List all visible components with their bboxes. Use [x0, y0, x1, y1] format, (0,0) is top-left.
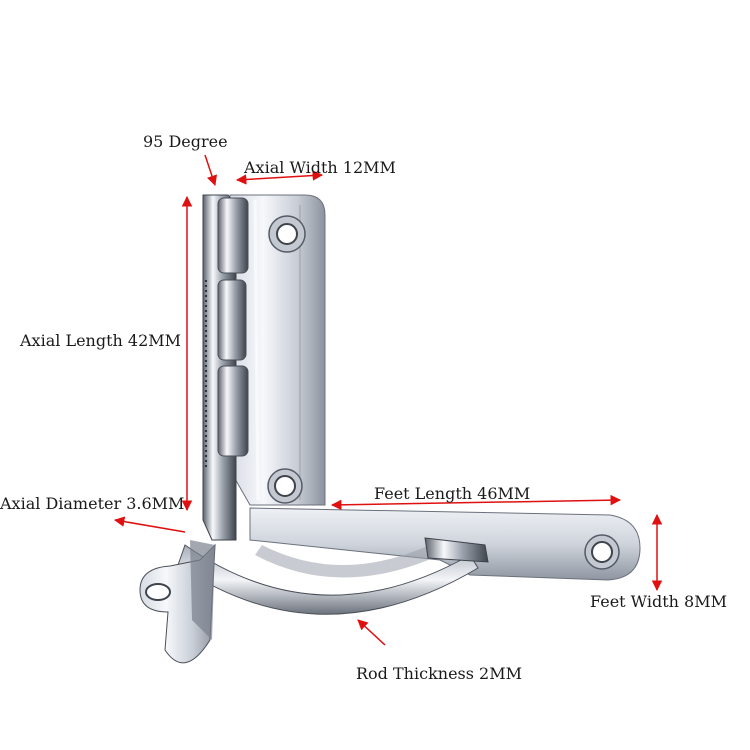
- arrow-feet-length: [330, 494, 622, 511]
- label-degree: 95 Degree: [143, 132, 228, 151]
- label-axial-length: Axial Length 42MM: [20, 331, 182, 350]
- screw-hole-bottom: [267, 468, 303, 504]
- arrow-axial-diameter: [113, 516, 186, 533]
- arrow-axial-width: [235, 170, 324, 185]
- label-rod-thickness: Rod Thickness 2MM: [356, 664, 522, 683]
- lower-tab: [139, 540, 216, 664]
- arrow-rod-thickness: [357, 619, 386, 646]
- label-axial-width: Axial Width 12MM: [244, 158, 396, 177]
- arrow-degree: [204, 154, 217, 186]
- screw-hole-top: [268, 215, 306, 253]
- hinge-knuckle: [202, 194, 249, 541]
- label-axial-diameter: Axial Diameter 3.6MM: [0, 494, 185, 513]
- vertical-leaf: [229, 194, 326, 506]
- label-feet-width: Feet Width 8MM: [590, 592, 727, 611]
- annotation-arrows: [113, 154, 663, 646]
- support-rod: [177, 537, 489, 615]
- label-feet-length: Feet Length 46MM: [374, 484, 531, 503]
- screw-hole-foot: [584, 534, 620, 570]
